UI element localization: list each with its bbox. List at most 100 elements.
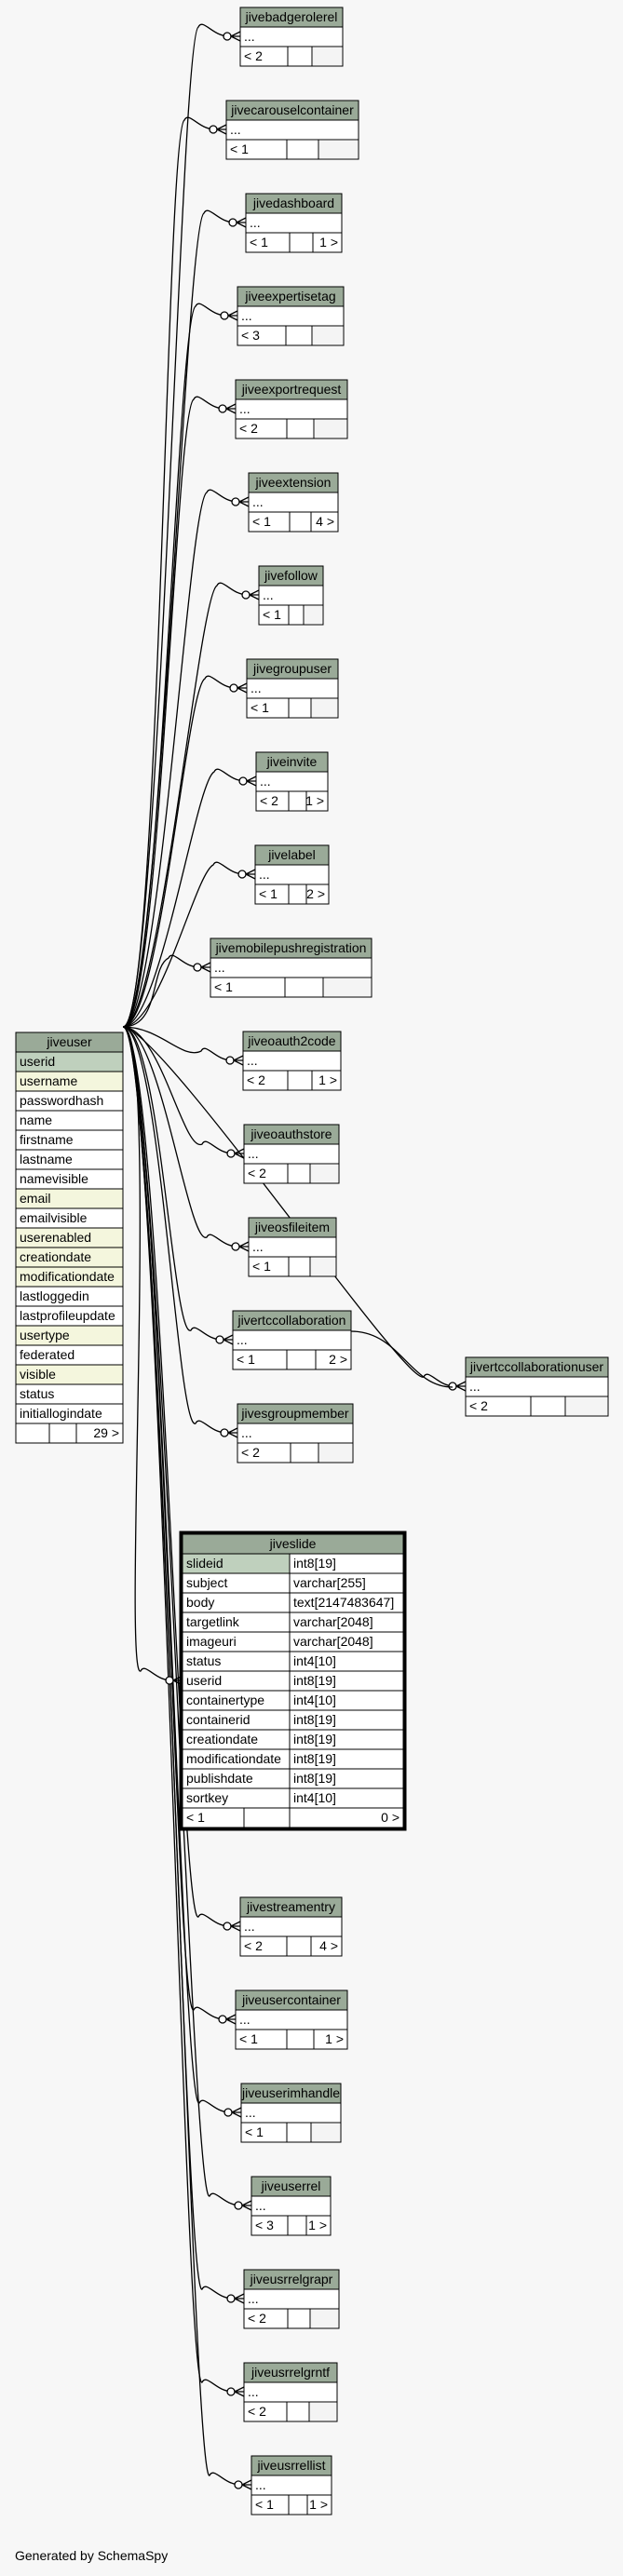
parent-count: < 2 bbox=[469, 1398, 488, 1413]
crowfoot-marker bbox=[200, 962, 211, 973]
link-jivestreamentry bbox=[122, 1026, 230, 1927]
column-userid[interactable]: userid bbox=[15, 1051, 124, 1072]
crowfoot-marker bbox=[246, 775, 257, 787]
column-visible[interactable]: visible bbox=[15, 1364, 124, 1385]
ellipsis-text: ... bbox=[244, 1919, 255, 1934]
table-jiveosfileitem[interactable]: jiveosfileitem...< 1 bbox=[248, 1217, 337, 1277]
column-lastprofileupdate[interactable]: lastprofileupdate bbox=[15, 1305, 124, 1327]
column-name: slideid bbox=[186, 1556, 223, 1571]
table-jiveusrrelgrntf[interactable]: jiveusrrelgrntf...< 2 bbox=[243, 2362, 338, 2422]
column-name: usertype bbox=[20, 1328, 70, 1342]
column-username[interactable]: username bbox=[15, 1071, 124, 1092]
ellipsis-text: ... bbox=[241, 308, 252, 323]
table-jiveoauthstore[interactable]: jiveoauthstore...< 2 bbox=[243, 1124, 340, 1184]
column-name: status bbox=[186, 1653, 221, 1668]
column-usertype[interactable]: usertype bbox=[15, 1325, 124, 1346]
crowfoot-marker bbox=[233, 1055, 244, 1066]
column-emailvisible[interactable]: emailvisible bbox=[15, 1207, 124, 1229]
table-jiveusrrelgrapr[interactable]: jiveusrrelgrapr...< 2 bbox=[243, 2269, 340, 2329]
child-tables: jivebadgerolerel...< 2 jivecarouselcontai… bbox=[15, 7, 609, 2515]
ellipsis-text: ... bbox=[244, 29, 255, 44]
table-jivecarouselcontainer[interactable]: jivecarouselcontainer...< 1 bbox=[225, 100, 359, 160]
table-jiveuser[interactable]: jiveuser useridusernamepasswordhashnamefi… bbox=[15, 1032, 124, 1444]
column-initiallogindate[interactable]: initiallogindate bbox=[15, 1403, 124, 1424]
column-status[interactable]: status bbox=[15, 1383, 124, 1405]
empty-cell bbox=[310, 2403, 336, 2421]
ellipsis-row bbox=[240, 2102, 342, 2124]
zero-or-many-marker bbox=[209, 125, 218, 134]
column-name: visible bbox=[20, 1367, 56, 1382]
column-name: email bbox=[20, 1191, 50, 1206]
parent-count: < 1 bbox=[263, 607, 281, 622]
link-jiveoauthstore bbox=[122, 1026, 234, 1154]
table-jivegroupuser[interactable]: jivegroupuser...< 1 bbox=[246, 658, 339, 719]
column-passwordhash[interactable]: passwordhash bbox=[15, 1090, 124, 1112]
ellipsis-text: ... bbox=[248, 2384, 259, 2399]
crowfoot-marker bbox=[231, 2107, 242, 2118]
column-namevisible[interactable]: namevisible bbox=[15, 1168, 124, 1190]
crowfoot-marker bbox=[249, 589, 260, 600]
table-jivesgroupmember[interactable]: jivesgroupmember...< 2 bbox=[237, 1403, 354, 1463]
table-jiveuserimhandle[interactable]: jiveuserimhandle...< 1 bbox=[240, 2083, 342, 2143]
table-jiveexpertisetag[interactable]: jiveexpertisetag...< 3 bbox=[237, 286, 345, 346]
ellipsis-row bbox=[242, 1050, 342, 1072]
link-jiveslide bbox=[122, 1026, 172, 1681]
column-name[interactable]: name bbox=[15, 1110, 124, 1131]
column-modificationdate[interactable]: modificationdate bbox=[15, 1266, 124, 1288]
column-lastname[interactable]: lastname bbox=[15, 1149, 124, 1170]
empty-cell bbox=[319, 141, 358, 158]
child-count: 4 > bbox=[319, 1938, 338, 1953]
table-name: jiveuser bbox=[46, 1034, 92, 1049]
column-firstname[interactable]: firstname bbox=[15, 1129, 124, 1151]
table-jivefollow[interactable]: jivefollow...< 1 bbox=[258, 565, 324, 626]
column-email[interactable]: email bbox=[15, 1188, 124, 1209]
zero-or-many-marker bbox=[226, 2294, 236, 2303]
parent-count: < 3 bbox=[255, 2218, 274, 2232]
table-name: jiveuserrel bbox=[261, 2178, 321, 2193]
table-jiveexportrequest[interactable]: jiveexportrequest...< 2 bbox=[235, 379, 348, 439]
child-count: 0 > bbox=[381, 1810, 400, 1825]
zero-or-many-marker bbox=[448, 1382, 457, 1391]
table-jivertccollaborationuser[interactable]: jivertccollaborationuser...< 2 bbox=[465, 1356, 609, 1417]
table-name: jiveusercontainer bbox=[241, 1992, 341, 2007]
selected-outline bbox=[179, 1531, 407, 1831]
table-name: jiveexportrequest bbox=[241, 382, 342, 397]
empty-cell bbox=[305, 606, 322, 624]
crowfoot-marker bbox=[236, 217, 247, 228]
table-jivebadgerolerel[interactable]: jivebadgerolerel...< 2 bbox=[239, 7, 344, 67]
column-userenabled[interactable]: userenabled bbox=[15, 1227, 124, 1248]
parent-count: < 2 bbox=[247, 1072, 265, 1087]
ellipsis-text: ... bbox=[237, 1332, 248, 1347]
empty-cell bbox=[313, 327, 343, 344]
column-creationdate[interactable]: creationdate bbox=[15, 1247, 124, 1268]
zero-or-many-marker bbox=[165, 1676, 174, 1685]
parent-count: < 1 bbox=[245, 2124, 264, 2139]
column-federated[interactable]: federated bbox=[15, 1344, 124, 1366]
column-lastloggedin[interactable]: lastloggedin bbox=[15, 1286, 124, 1307]
table-jivemobilepushregistration[interactable]: jivemobilepushregistration...< 1 bbox=[210, 937, 372, 998]
